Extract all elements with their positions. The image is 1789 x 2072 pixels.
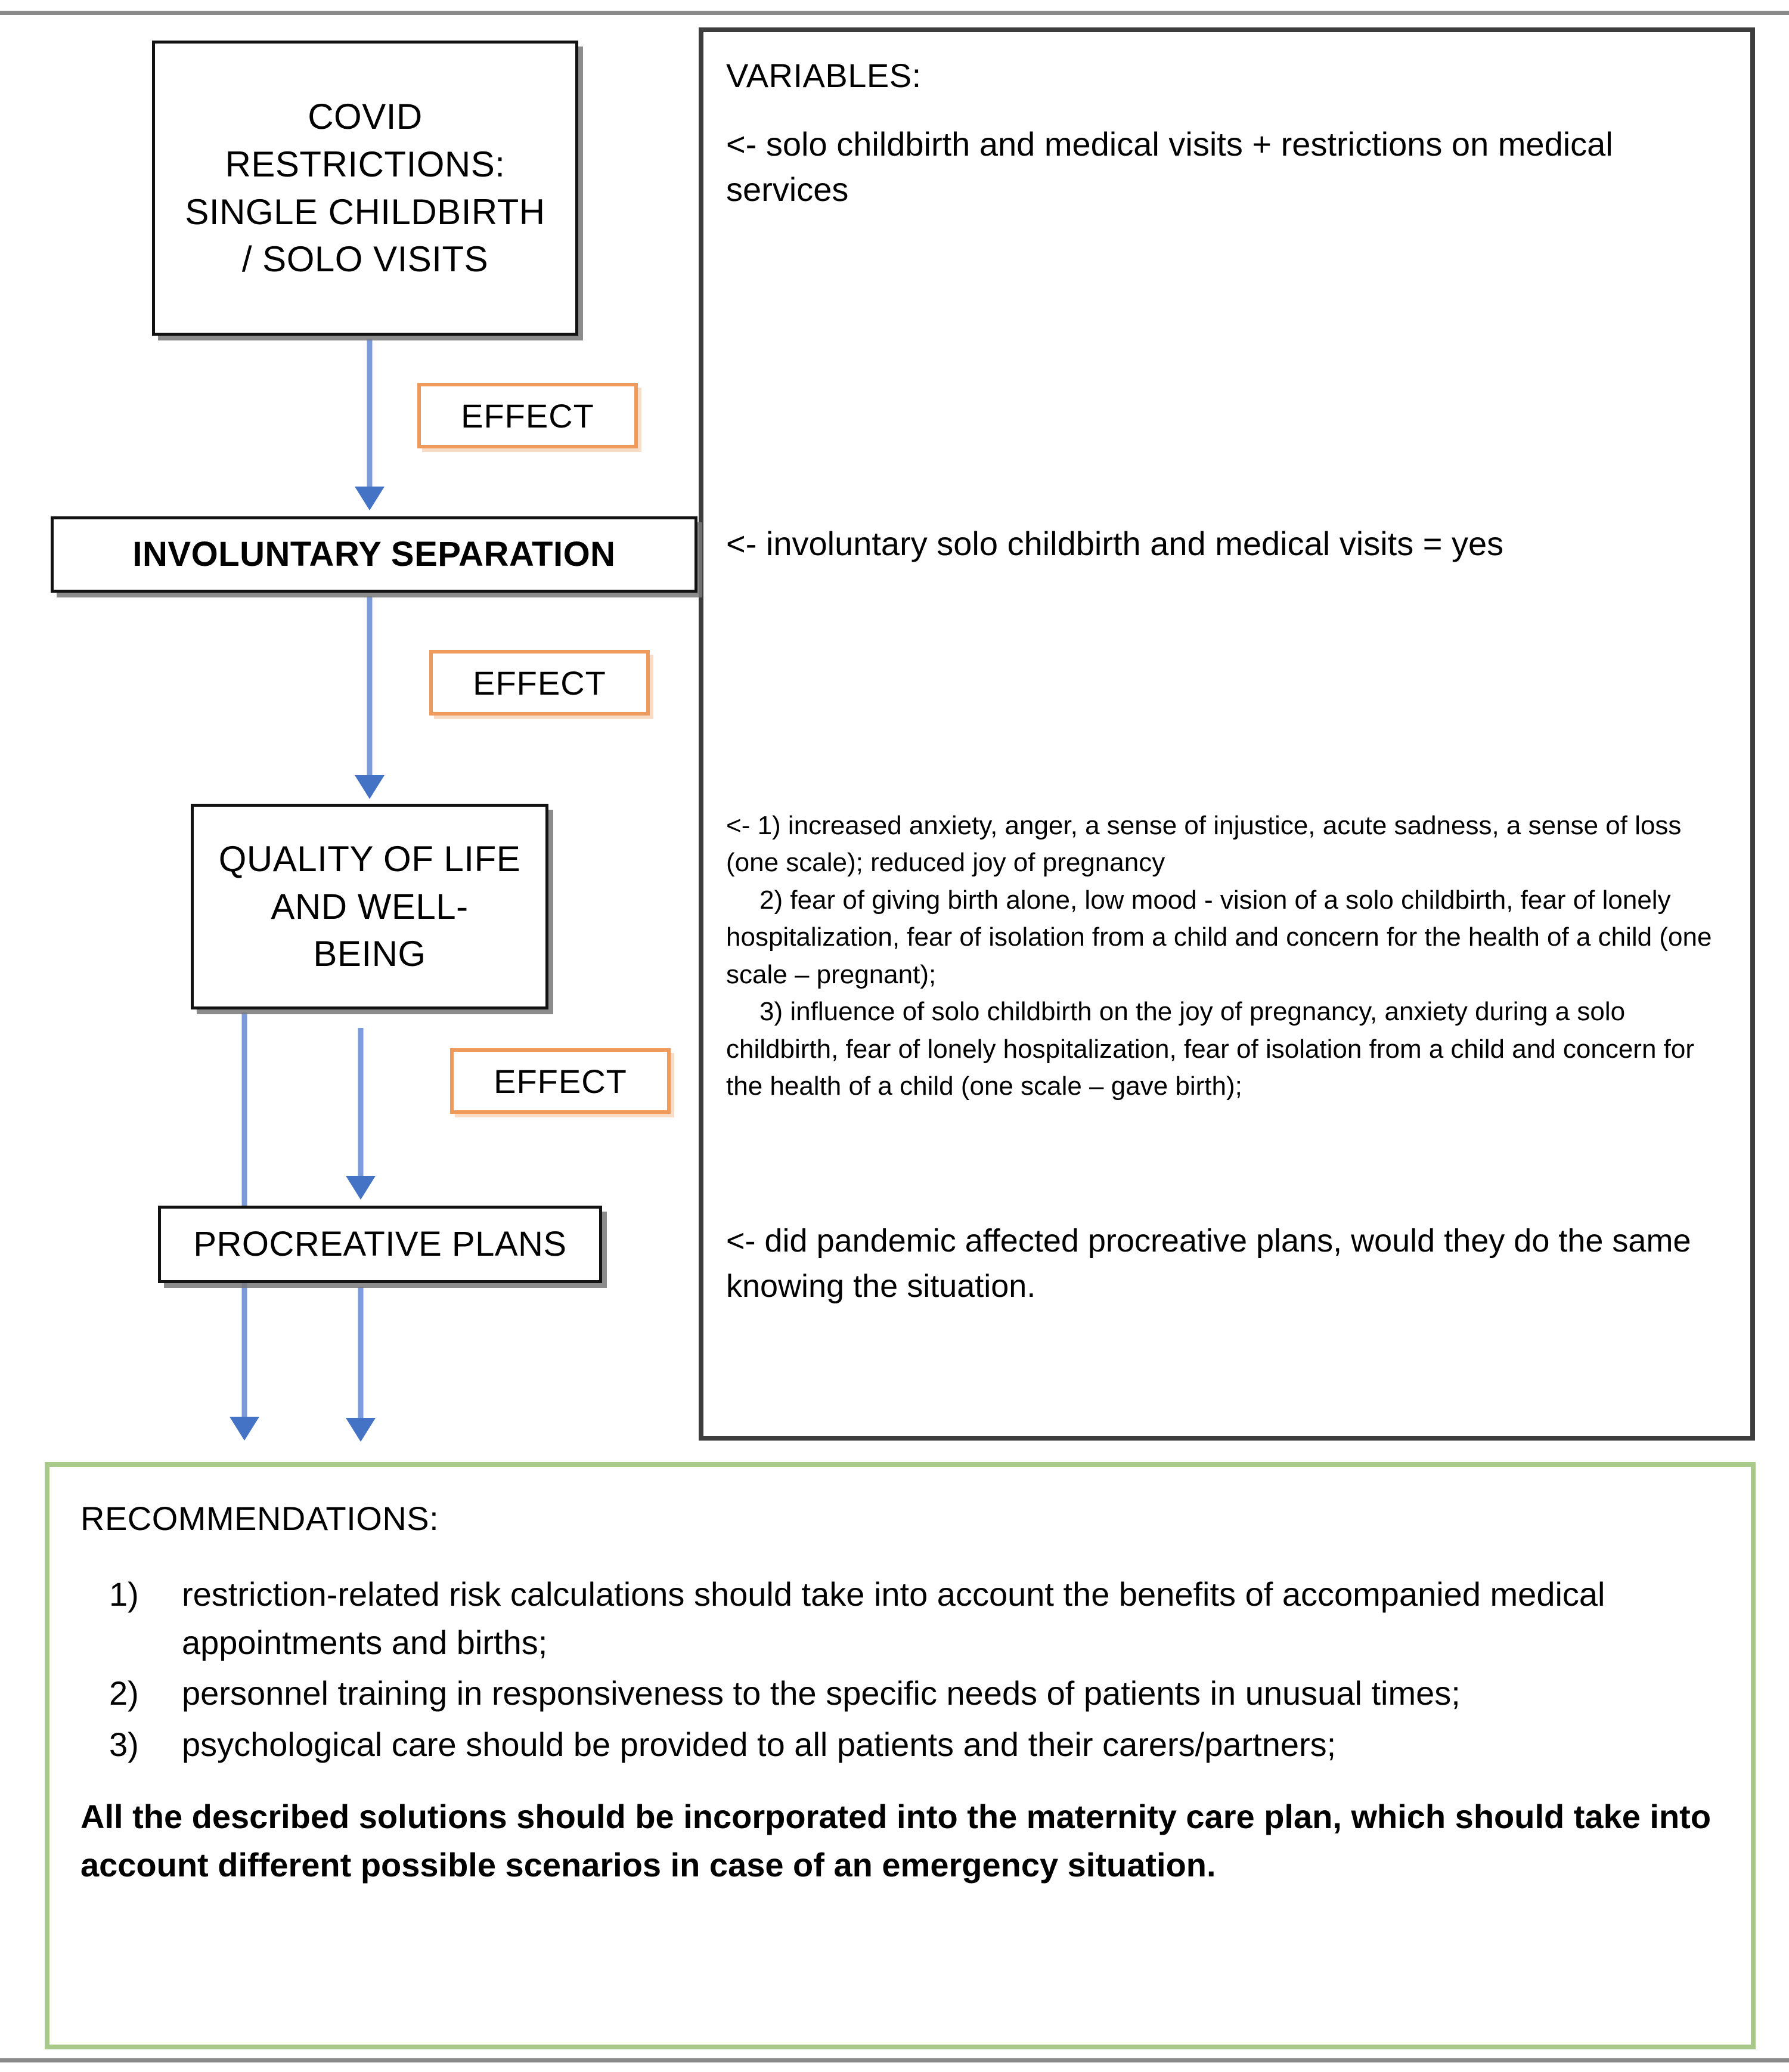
recommendation-item-number: 2): [109, 1674, 139, 1712]
arrow-shaft: [358, 1028, 364, 1176]
page-top-rule: [0, 11, 1789, 15]
arrow-head: [355, 487, 385, 510]
arrow-shaft: [367, 339, 373, 487]
flow-box-procreative-plans-label: PROCREATIVE PLANS: [193, 1225, 567, 1264]
recommendation-item: 2) personnel training in responsiveness …: [80, 1669, 1720, 1717]
variables-title: VARIABLES:: [726, 57, 922, 94]
recommendations-panel: RECOMMENDATIONS: 1) restriction-related …: [45, 1462, 1756, 2049]
effect-label-3-text: EFFECT: [494, 1062, 627, 1100]
variables-line-2: <- involuntary solo childbirth and medic…: [726, 525, 1504, 562]
recommendation-item-text: personnel training in responsiveness to …: [182, 1674, 1461, 1712]
flow-box-involuntary-separation-label: INVOLUNTARY SEPARATION: [132, 535, 616, 574]
recommendation-item-number: 3): [109, 1725, 139, 1763]
recommendation-item: 3) psychological care should be provided…: [80, 1720, 1720, 1769]
variables-panel: VARIABLES: <- solo childbirth and medica…: [699, 27, 1755, 1441]
variables-outcome-item-1: <- 1) increased anxiety, anger, a sense …: [726, 811, 1682, 878]
variables-outcome-item-2: 2) fear of giving birth alone, low mood …: [726, 885, 1712, 989]
flow-box-procreative-plans: PROCREATIVE PLANS: [158, 1206, 602, 1283]
arrow-covid-to-separation: [352, 339, 387, 512]
effect-label-3: EFFECT: [450, 1048, 671, 1114]
arrow-head: [346, 1176, 376, 1200]
variables-outcome-item-3: 3) influence of solo childbirth on the j…: [726, 997, 1694, 1101]
effect-label-1-text: EFFECT: [461, 397, 594, 435]
effect-label-1: EFFECT: [417, 383, 638, 448]
recommendation-item-text: psychological care should be provided to…: [182, 1725, 1337, 1763]
recommendations-list: 1) restriction-related risk calculations…: [80, 1570, 1720, 1769]
variables-line-4: <- did pandemic affected procreative pla…: [726, 1223, 1691, 1304]
effect-label-2-text: EFFECT: [473, 664, 606, 702]
arrow-separation-to-quality: [352, 596, 387, 800]
page-bottom-rule: [0, 2058, 1789, 2062]
recommendations-title: RECOMMENDATIONS:: [80, 1500, 439, 1537]
recommendation-item-text: restriction-related risk calculations sh…: [182, 1575, 1605, 1662]
arrow-shaft: [358, 1287, 364, 1418]
flow-box-involuntary-separation: INVOLUNTARY SEPARATION: [51, 516, 697, 593]
recommendation-item-number: 1): [109, 1575, 139, 1613]
arrow-head: [230, 1417, 259, 1441]
arrow-head: [355, 775, 385, 799]
variables-line-1: <- solo childbirth and medical visits + …: [726, 125, 1613, 209]
recommendations-closing-statement: All the described solutions should be in…: [80, 1797, 1712, 1884]
arrow-head: [346, 1418, 376, 1442]
recommendation-item: 1) restriction-related risk calculations…: [80, 1570, 1720, 1667]
variables-outcome-list: <- 1) increased anxiety, anger, a sense …: [726, 807, 1716, 1105]
arrow-procreative-to-recommendations: [343, 1287, 379, 1443]
arrow-quality-to-procreative: [343, 1028, 379, 1201]
effect-label-2: EFFECT: [429, 650, 650, 716]
arrow-shaft: [367, 596, 373, 775]
